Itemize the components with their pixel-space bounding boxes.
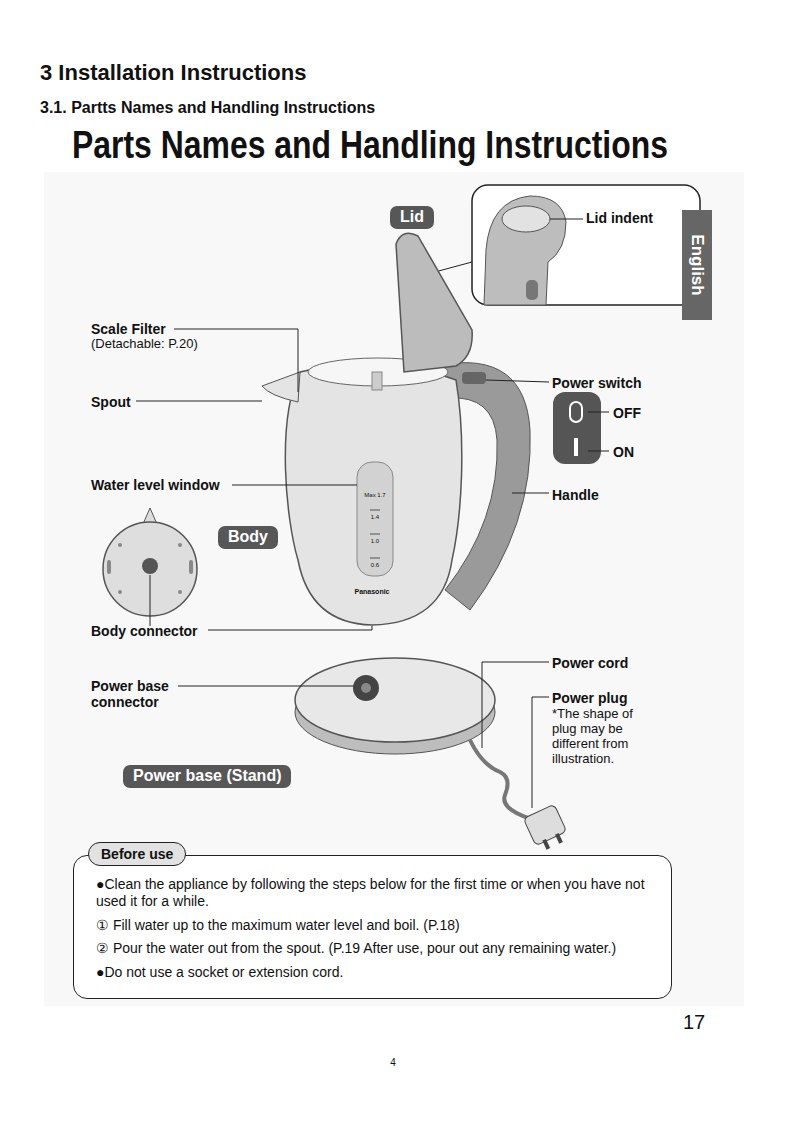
part-label: 3 Installation Instructions	[40, 60, 306, 85]
part-label: Panasonic	[354, 588, 389, 596]
water-window	[357, 462, 393, 576]
switch-button	[462, 372, 486, 384]
lid-latch	[526, 280, 538, 300]
language-tab: English	[682, 210, 712, 320]
part-label: 0.6	[371, 562, 379, 569]
part-label: ON	[613, 444, 634, 460]
page-title: Parts Names and Handling Instructions	[72, 124, 668, 168]
part-label: Power cord	[552, 655, 628, 671]
badge-text: Power base (Stand)	[133, 767, 281, 785]
part-label: Power base connector	[91, 678, 181, 710]
note-line: ① Fill water up to the maximum water lev…	[96, 917, 657, 934]
badge-text: Body	[228, 528, 268, 546]
part-label: Spout	[91, 394, 131, 410]
tab-text: English	[687, 234, 707, 295]
leader-line	[550, 219, 583, 220]
power-cord	[470, 740, 528, 818]
part-label: 3.1. Partts Names and Handling Instructi…	[40, 99, 375, 117]
part-label: Power plug	[552, 690, 627, 706]
part-label: (Detachable: P.20)	[91, 337, 198, 352]
part-label: 17	[683, 1011, 705, 1034]
callout-label: Lid indent	[586, 210, 653, 226]
switch-icon	[553, 392, 601, 464]
part-label: OFF	[613, 405, 641, 421]
section-badge: Power base (Stand)	[123, 765, 291, 788]
section-badge: Lid	[390, 206, 434, 229]
part-label: Body connector	[91, 623, 198, 639]
part-label: Max 1.7	[364, 492, 385, 499]
part-label: 1.0	[371, 538, 379, 545]
note-line: ② Pour the water out from the spout. (P.…	[96, 940, 657, 957]
part-label: Handle	[552, 487, 599, 503]
part-label: Power switch	[552, 375, 641, 391]
kettle-body	[285, 364, 461, 625]
section-badge: Body	[218, 526, 278, 549]
part-label: *The shape of plug may be different from…	[552, 707, 654, 767]
body-connector	[142, 558, 158, 574]
part-label: 1.4	[371, 514, 379, 521]
note-box: Before use●Clean the appliance by follow…	[73, 855, 672, 999]
note-line: ●Do not use a socket or extension cord.	[96, 964, 657, 981]
window-ticks	[370, 510, 380, 558]
power-plug	[523, 804, 570, 853]
note-heading: Before use	[88, 842, 186, 866]
part-label: Water level window	[91, 477, 220, 493]
note-line: ●Clean the appliance by following the st…	[96, 876, 657, 910]
lid	[396, 233, 472, 372]
part-label: 4	[390, 1057, 396, 1069]
base-connector	[353, 675, 379, 701]
spout	[262, 372, 300, 402]
part-label: Scale Filter	[91, 321, 166, 337]
base-top	[295, 658, 495, 742]
callout-text: Lid indent	[586, 210, 653, 226]
scale-filter	[372, 372, 382, 390]
lid-indent	[502, 206, 550, 232]
panel-ground	[44, 172, 744, 1006]
inset-frame	[472, 185, 700, 305]
lid-closeup	[484, 196, 566, 305]
badge-text: Lid	[400, 208, 424, 226]
leader-lines	[136, 329, 549, 808]
